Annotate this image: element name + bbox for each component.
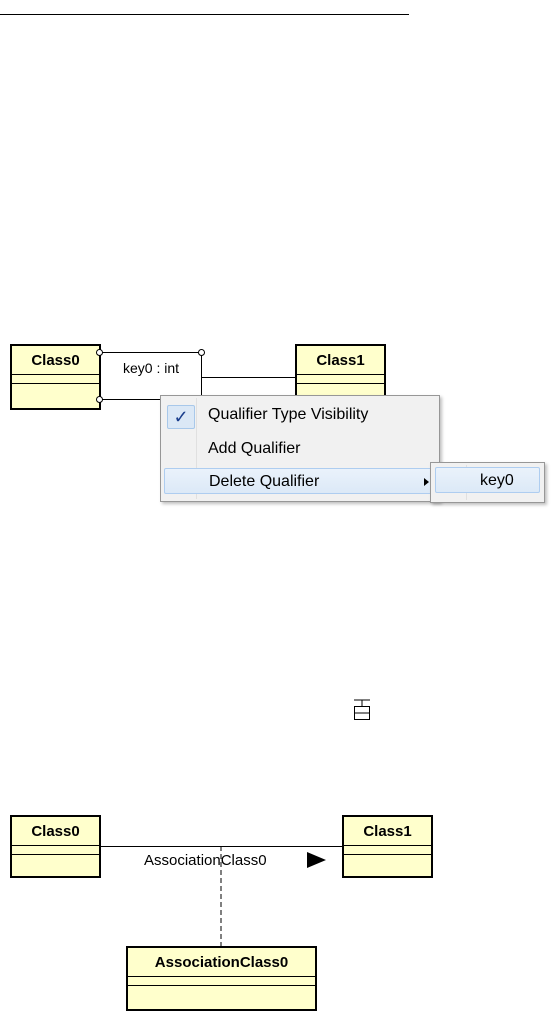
- class-name: Class0: [12, 346, 99, 375]
- checkmark-icon: ✓: [167, 405, 195, 429]
- operations-compartment: [128, 986, 315, 992]
- class-box-class1[interactable]: Class1: [342, 815, 433, 878]
- menu-item-qualifier-type-visibility[interactable]: ✓ Qualifier Type Visibility: [164, 402, 436, 429]
- class-name: Class1: [344, 817, 431, 846]
- class-box-association-class0[interactable]: AssociationClass0: [126, 946, 317, 1011]
- right-triangle-icon: [307, 852, 326, 868]
- submenu: key0: [430, 462, 545, 503]
- menu-item-add-qualifier[interactable]: Add Qualifier: [164, 436, 436, 462]
- attributes-compartment: [297, 375, 384, 384]
- association-line[interactable]: [202, 377, 296, 378]
- attributes-compartment: [344, 846, 431, 855]
- insert-row-icon[interactable]: [349, 698, 375, 724]
- attributes-compartment: [12, 375, 99, 384]
- menu-item-delete-qualifier[interactable]: Delete Qualifier: [164, 468, 436, 494]
- operations-compartment: [297, 384, 384, 390]
- qualifier-label: key0 : int: [122, 360, 180, 376]
- submenu-item-key0[interactable]: key0: [435, 467, 540, 493]
- top-divider: [0, 14, 409, 15]
- menu-item-label: Delete Qualifier: [209, 473, 320, 490]
- class-name: Class1: [297, 346, 384, 375]
- association-class-connector[interactable]: [215, 846, 227, 946]
- attributes-compartment: [12, 846, 99, 855]
- association-name-label[interactable]: AssociationClass0: [144, 852, 267, 869]
- menu-icon-gutter: [196, 398, 197, 499]
- menu-item-label: key0: [480, 472, 514, 489]
- context-menu: ✓ Qualifier Type Visibility Add Qualifie…: [160, 395, 440, 502]
- selection-handle[interactable]: [96, 396, 103, 403]
- association-line[interactable]: [101, 846, 343, 847]
- class-box-class0[interactable]: Class0: [10, 815, 101, 878]
- operations-compartment: [12, 855, 99, 861]
- class-box-class0[interactable]: Class0: [10, 344, 101, 410]
- menu-item-label: Qualifier Type Visibility: [208, 406, 369, 423]
- attributes-compartment: [128, 977, 315, 986]
- menu-item-label: Add Qualifier: [208, 440, 301, 457]
- class-name: Class0: [12, 817, 99, 846]
- qualifier-box[interactable]: key0 : int: [100, 352, 202, 400]
- class-name: AssociationClass0: [128, 948, 315, 977]
- selection-handle[interactable]: [198, 349, 205, 356]
- operations-compartment: [12, 384, 99, 390]
- submenu-arrow-icon: [424, 478, 429, 486]
- operations-compartment: [344, 855, 431, 861]
- selection-handle[interactable]: [96, 349, 103, 356]
